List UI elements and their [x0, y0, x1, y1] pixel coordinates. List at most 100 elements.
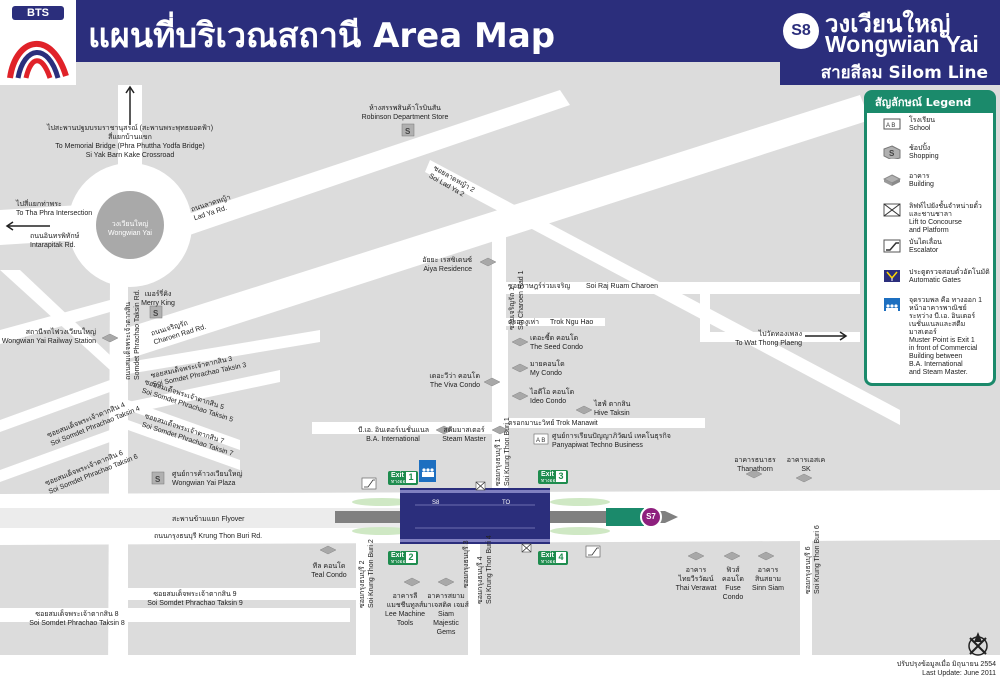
label-flyover: สะพานข้ามแยก Flyover	[172, 516, 245, 523]
escalator-icon	[883, 239, 901, 253]
logo: BTS	[0, 0, 76, 85]
building-icon	[795, 473, 813, 483]
building-icon	[435, 425, 453, 435]
compass-icon	[968, 632, 988, 656]
building-icon	[575, 405, 593, 415]
label-memorial-bridge: ไปสะพานปฐมบรมราชานุสรณ์ (สะพานพระพุทธยอด…	[46, 125, 214, 159]
charoen-rad-road	[120, 95, 870, 360]
building-icon	[723, 551, 741, 561]
station-name-en: Wongwian Yai	[825, 31, 979, 57]
shopping-icon: S	[883, 145, 901, 159]
svg-text:A B: A B	[536, 438, 545, 444]
station-name-th: วงเวียนใหญ่	[825, 10, 951, 38]
label-trok-manawit: ตรอกมานะวิทย์	[508, 420, 555, 427]
building-icon	[757, 551, 775, 561]
building-icon	[511, 363, 529, 373]
intarapitak-road	[0, 205, 80, 245]
label-wongwian-circle: วงเวียนใหญ่Wongwian Yai	[108, 221, 152, 237]
building-icon	[437, 577, 455, 587]
label-railway-station: สถานีรถไฟวงเวียนใหญ่Wongwian Yai Railway…	[1, 329, 96, 345]
building-icon	[745, 469, 763, 479]
ticket-icon-left: S8	[432, 500, 440, 506]
label-trok-ngu-hao-en: Trok Ngu Hao	[550, 319, 594, 326]
shopping-icon	[151, 471, 165, 485]
label-steam-master: สตีมมาสเตอร์Steam Master	[442, 427, 486, 443]
page-title: แผนที่บริเวณสถานี Area Map	[88, 16, 556, 56]
building-icon	[883, 174, 901, 186]
lift-icon	[883, 203, 901, 217]
label-raj-ruam-charoen: ซอยราษฎร์ร่วมเจริญ	[508, 283, 571, 290]
label-aiya: อัยยะ เรสซิเดนซ์Aiya Residence	[422, 257, 472, 273]
escalator-icon	[361, 477, 377, 490]
label-wongwian-yai-plaza: ศูนย์การค้าวงเวียนใหญ่Wongwian Yai Plaza	[172, 471, 243, 487]
shopping-icon	[149, 305, 163, 319]
trok-ngu-hao-road	[505, 318, 605, 326]
wat-thong-plaeng-road	[700, 332, 860, 342]
label-raj-ruam-charoen-en: Soi Raj Ruam Charoen	[586, 283, 658, 290]
lad-ya-road	[170, 90, 570, 240]
building-icon	[319, 545, 337, 555]
bts-logo-text: BTS	[12, 6, 64, 20]
soi-krung-thon-buri-1-road	[498, 330, 508, 490]
label-soi-krung-thon-buri-3: ซอยกรุงธนบุรี 3	[463, 540, 470, 588]
next-station-code: S7	[646, 512, 656, 521]
building-icon	[101, 333, 119, 343]
label-thai-verawat: อาคารไทยวีรวัฒน์Thai Verawat	[675, 567, 717, 592]
svg-text:S: S	[405, 127, 411, 136]
roundabout-center	[96, 191, 164, 259]
shopping-icon	[401, 123, 415, 137]
taksin-road	[108, 280, 128, 680]
next-station-badge	[640, 506, 662, 528]
legend-title: สัญลักษณ์ Legend	[867, 93, 993, 113]
building-icon	[511, 337, 529, 347]
school-icon: A B	[883, 118, 901, 130]
station-concourse	[400, 488, 550, 544]
building-icon	[511, 391, 529, 401]
label-trok-manawit-en: Trok Manawit	[556, 420, 598, 427]
ticket-icon-right: TO	[502, 500, 511, 506]
automatic-gate-icon	[884, 270, 900, 282]
escalator-icon	[585, 545, 601, 558]
building-icon	[687, 551, 705, 561]
label-intarapitak: ถนนอินทรพิทักษ์Intarapitak Rd.	[30, 233, 80, 249]
line-name: สายสีลม Silom Line	[820, 63, 988, 83]
label-krung-thon-buri-rd: ถนนกรุงธนบุรี Krung Thon Buri Rd.	[154, 533, 263, 540]
building-icon	[479, 257, 497, 267]
building-icon	[403, 577, 421, 587]
bts-logo-mark	[7, 41, 69, 79]
building-icon	[483, 377, 501, 387]
svg-text:S: S	[889, 149, 895, 158]
trok-manawit-road	[505, 418, 705, 428]
muster-point-icon	[884, 298, 900, 311]
